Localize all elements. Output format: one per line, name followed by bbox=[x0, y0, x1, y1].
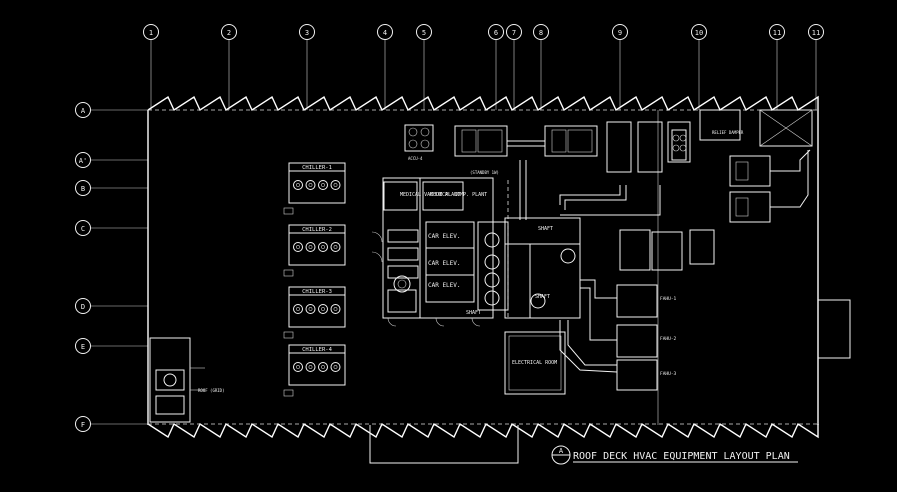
grid-row-label: B bbox=[81, 185, 85, 193]
grid-row-label: D bbox=[81, 303, 85, 311]
grid-bubble-col bbox=[221, 24, 237, 40]
grid-col-label: 6 bbox=[494, 29, 498, 37]
grid-bubble-row bbox=[75, 152, 91, 168]
standby-label: (STANDBY 1W) bbox=[470, 170, 499, 175]
car-elev-2: CAR ELEV. bbox=[428, 260, 461, 267]
ahu-top-row bbox=[404, 109, 813, 173]
grid-bubble-row bbox=[75, 338, 91, 354]
grid-bubble-col bbox=[808, 24, 824, 40]
grid-col-label: 10 bbox=[695, 29, 703, 37]
grid-bubble-row bbox=[75, 180, 91, 196]
grid-bubble-col bbox=[143, 24, 159, 40]
title-block: A ROOF DECK HVAC EQUIPMENT LAYOUT PLAN bbox=[551, 445, 798, 465]
electrical-room bbox=[504, 331, 566, 395]
grid-bubble-row bbox=[75, 298, 91, 314]
detail-tag: A bbox=[559, 447, 564, 455]
grid-col-label: 11 bbox=[812, 29, 820, 37]
fcu-right bbox=[616, 149, 811, 391]
chiller-unit: CHILLER-1 bbox=[283, 162, 346, 215]
roof-label: ROOF (GRID) bbox=[198, 388, 225, 393]
grid-bubble-col bbox=[299, 24, 315, 40]
shaft-2: SHAFT bbox=[535, 294, 550, 300]
shaft-1: SHAFT bbox=[538, 226, 553, 232]
grid-bubble-col bbox=[612, 24, 628, 40]
chiller-label: CHILLER-4 bbox=[302, 347, 332, 353]
grid-bubble-row bbox=[75, 220, 91, 236]
grid-col-label: 4 bbox=[383, 29, 387, 37]
grid-col-label: 2 bbox=[227, 29, 231, 37]
room-medical-comp: MEDICAL COMP. PLANT bbox=[430, 192, 487, 198]
chiller-label: CHILLER-2 bbox=[302, 227, 332, 233]
grid-col-label: 11 bbox=[773, 29, 781, 37]
grid-row-label: A bbox=[81, 107, 86, 115]
grid-col-label: 7 bbox=[512, 29, 516, 37]
labels: MEDICAL VACUUM PLANT MEDICAL COMP. PLANT… bbox=[198, 130, 744, 393]
grid-row-label: A' bbox=[79, 157, 87, 165]
chiller-label: CHILLER-1 bbox=[302, 165, 332, 171]
building-outline bbox=[147, 95, 851, 464]
relief-damper-label: RELIEF DAMPER bbox=[712, 130, 744, 135]
shaft-3: SHAFT bbox=[466, 310, 481, 316]
chiller-unit: CHILLER-4 bbox=[283, 344, 346, 397]
grid-col-label: 1 bbox=[149, 29, 153, 37]
chiller-unit: CHILLER-2 bbox=[283, 224, 346, 277]
chiller-label: CHILLER-3 bbox=[302, 289, 332, 295]
grid-rows: A A' B C D E F bbox=[75, 102, 148, 432]
car-elev-3: CAR ELEV. bbox=[428, 282, 461, 289]
chiller-unit: CHILLER-3 bbox=[283, 286, 346, 339]
electrical-room-label: ELECTRICAL ROOM bbox=[512, 360, 557, 366]
grid-col-label: 9 bbox=[618, 29, 622, 37]
room-medical-vacuum: MEDICAL VACUUM PLANT bbox=[400, 192, 460, 198]
grid-bubble-col bbox=[488, 24, 504, 40]
duct-runs bbox=[507, 160, 661, 373]
fahu-1: FAHU-1 bbox=[660, 296, 677, 302]
grid-bubble-col bbox=[533, 24, 549, 40]
grid-col-label: 8 bbox=[539, 29, 543, 37]
car-elev-1: CAR ELEV. bbox=[428, 233, 461, 240]
grid-row-label: E bbox=[81, 343, 85, 351]
grid-bubble-col bbox=[416, 24, 432, 40]
grid-col-label: 3 bbox=[305, 29, 309, 37]
core-rooms bbox=[371, 177, 581, 327]
lower-left-unit bbox=[149, 337, 205, 423]
grid-columns: 1 2 3 4 5 6 7 8 9 10 11 11 bbox=[143, 24, 824, 110]
grid-bubble-col bbox=[769, 24, 785, 40]
grid-bubble-col bbox=[377, 24, 393, 40]
drawing-title: ROOF DECK HVAC EQUIPMENT LAYOUT PLAN bbox=[573, 451, 790, 462]
fahu-2: FAHU-2 bbox=[660, 336, 677, 342]
grid-bubble-row bbox=[75, 416, 91, 432]
accu-label: ACCU-4 bbox=[408, 156, 423, 161]
fahu-3: FAHU-3 bbox=[660, 371, 677, 377]
grid-row-label: F bbox=[81, 421, 85, 429]
grid-bubble-col bbox=[691, 24, 707, 40]
grid-bubble-col bbox=[506, 24, 522, 40]
grid-row-label: C bbox=[81, 225, 85, 233]
grid-col-label: 5 bbox=[422, 29, 426, 37]
grid-bubble-row bbox=[75, 102, 91, 118]
